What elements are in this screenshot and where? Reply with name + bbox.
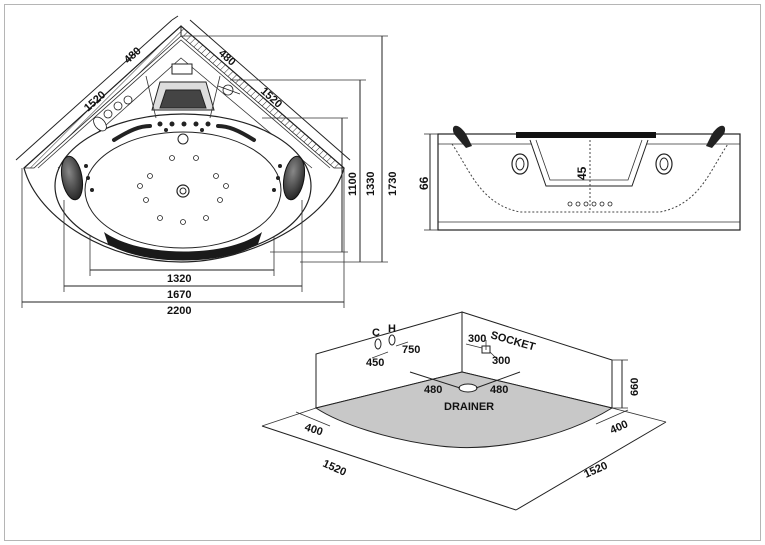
dim-v-outer: 1730: [387, 172, 399, 196]
dim-v-mid: 1330: [365, 172, 377, 196]
dim-right-1520: 1520: [582, 460, 609, 481]
side-view-hidden-profile: [451, 143, 729, 213]
drawing-frame: [4, 4, 761, 541]
install-floor-area: [314, 371, 614, 448]
right-pillow-icon: [282, 155, 306, 201]
side-view-jets: [567, 201, 613, 207]
dim-tap-height: 450: [366, 357, 384, 369]
dim-tap-offset: 750: [402, 344, 420, 356]
label-drainer: DRAINER: [444, 401, 494, 413]
top-view: 1520 480 480 1520 1320 1670 2200 1100 13…: [15, 15, 399, 317]
label-cold: C: [372, 327, 380, 339]
install-dimensions: [261, 359, 667, 511]
dim-socket-a: 300: [468, 333, 486, 345]
dim-right-400: 400: [608, 418, 630, 436]
dim-drain-right: 480: [490, 384, 508, 396]
top-view-floor-jets: [137, 155, 229, 225]
dim-side-seat: 45: [575, 166, 589, 180]
left-handle-icon: [452, 125, 472, 148]
dim-h-mid: 1670: [167, 289, 191, 301]
dim-h-outer: 2200: [167, 305, 191, 317]
side-view-seat-well: [529, 139, 649, 187]
dim-left-400: 400: [303, 421, 324, 438]
right-handle-icon: [706, 125, 726, 148]
top-view-dimensions: [15, 15, 388, 308]
top-view-armrest: [104, 232, 262, 261]
label-hot: H: [388, 323, 396, 335]
dim-wall-height: 660: [629, 378, 641, 396]
dim-v-inner: 1100: [347, 172, 359, 196]
hot-tap-icon: [388, 334, 396, 346]
dim-drain-left: 480: [424, 384, 442, 396]
left-pillow-icon: [60, 155, 84, 201]
drainer-icon: [458, 383, 478, 393]
cold-tap-icon: [374, 338, 382, 350]
top-view-side-jets: [93, 84, 241, 132]
side-view-armrest: [516, 132, 656, 138]
dim-left-1520: 1520: [321, 458, 348, 479]
install-view: C H 450 750 300 SOCKET 300 480 480 DRAIN…: [261, 311, 667, 511]
dim-side-height: 66: [417, 176, 431, 190]
dim-h-inner: 1320: [167, 273, 191, 285]
top-view-display: [171, 63, 193, 75]
top-view-right-hatch: [180, 25, 346, 169]
dim-socket-b: 300: [492, 355, 510, 367]
side-view: 66 45: [417, 125, 741, 231]
